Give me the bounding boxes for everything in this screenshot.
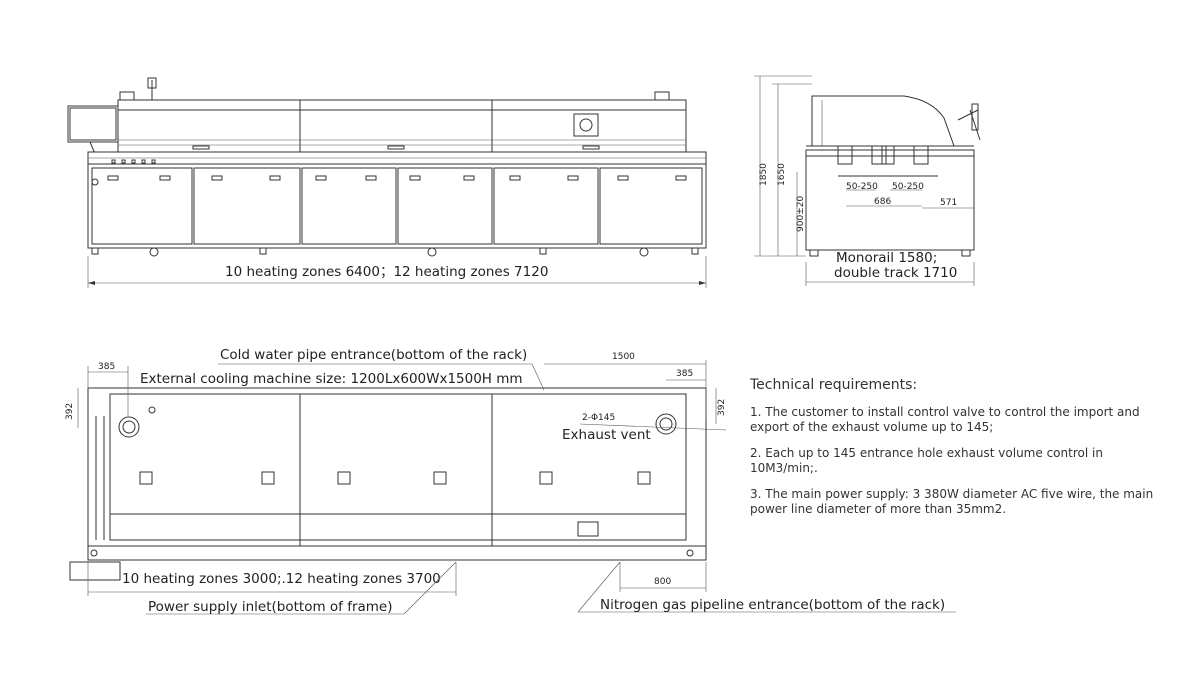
top-dim-1500: 1500 — [612, 352, 635, 362]
side-height-rail: 900±20 — [796, 196, 806, 232]
top-cold-water-label: Cold water pipe entrance(bottom of the r… — [220, 347, 527, 363]
top-exhaust-dim: 2-Φ145 — [582, 413, 615, 423]
front-view: 10 heating zones 6400；12 heating zones 7… — [67, 77, 707, 288]
side-height-total: 1850 — [759, 163, 769, 186]
side-height-body: 1650 — [777, 163, 787, 186]
side-rail-span: 686 — [874, 197, 891, 207]
side-double-track-label: double track 1710 — [834, 265, 957, 281]
top-power-label: Power supply inlet(bottom of frame) — [148, 599, 393, 615]
side-monorail-label: Monorail 1580; — [836, 250, 937, 266]
front-length-label: 10 heating zones 6400；12 heating zones 7… — [225, 264, 548, 280]
top-nitrogen-label: Nitrogen gas pipeline entrance(bottom of… — [600, 597, 945, 613]
requirements-title: Technical requirements: — [750, 377, 918, 393]
side-rail-range-left: 50-250 — [846, 182, 878, 192]
top-dim-left-392: 392 — [65, 403, 75, 420]
top-cooling-machine-label: External cooling machine size: 1200Lx600… — [140, 371, 523, 387]
top-dim-right-392: 392 — [717, 399, 727, 416]
top-exhaust-label: Exhaust vent — [562, 427, 651, 443]
requirement-item-2: 2. Each up to 145 entrance hole exhaust … — [750, 446, 1103, 475]
side-rail-offset: 571 — [940, 198, 957, 208]
top-dim-right-385: 385 — [676, 369, 693, 379]
side-rail-range-right: 50-250 — [892, 182, 924, 192]
top-heating-length-label: 10 heating zones 3000;.12 heating zones … — [122, 571, 441, 587]
requirement-item-3: 3. The main power supply: 3 380W diamete… — [750, 487, 1154, 516]
top-dim-left-385: 385 — [98, 362, 115, 372]
top-view: 385 1500 385 392 392 Cold water pipe ent… — [65, 347, 956, 615]
top-dim-800: 800 — [654, 577, 671, 587]
requirement-item-1: 1. The customer to install control valve… — [750, 405, 1140, 434]
side-view: 1850 1650 900±20 50-250 50-250 686 571 M… — [754, 75, 981, 286]
